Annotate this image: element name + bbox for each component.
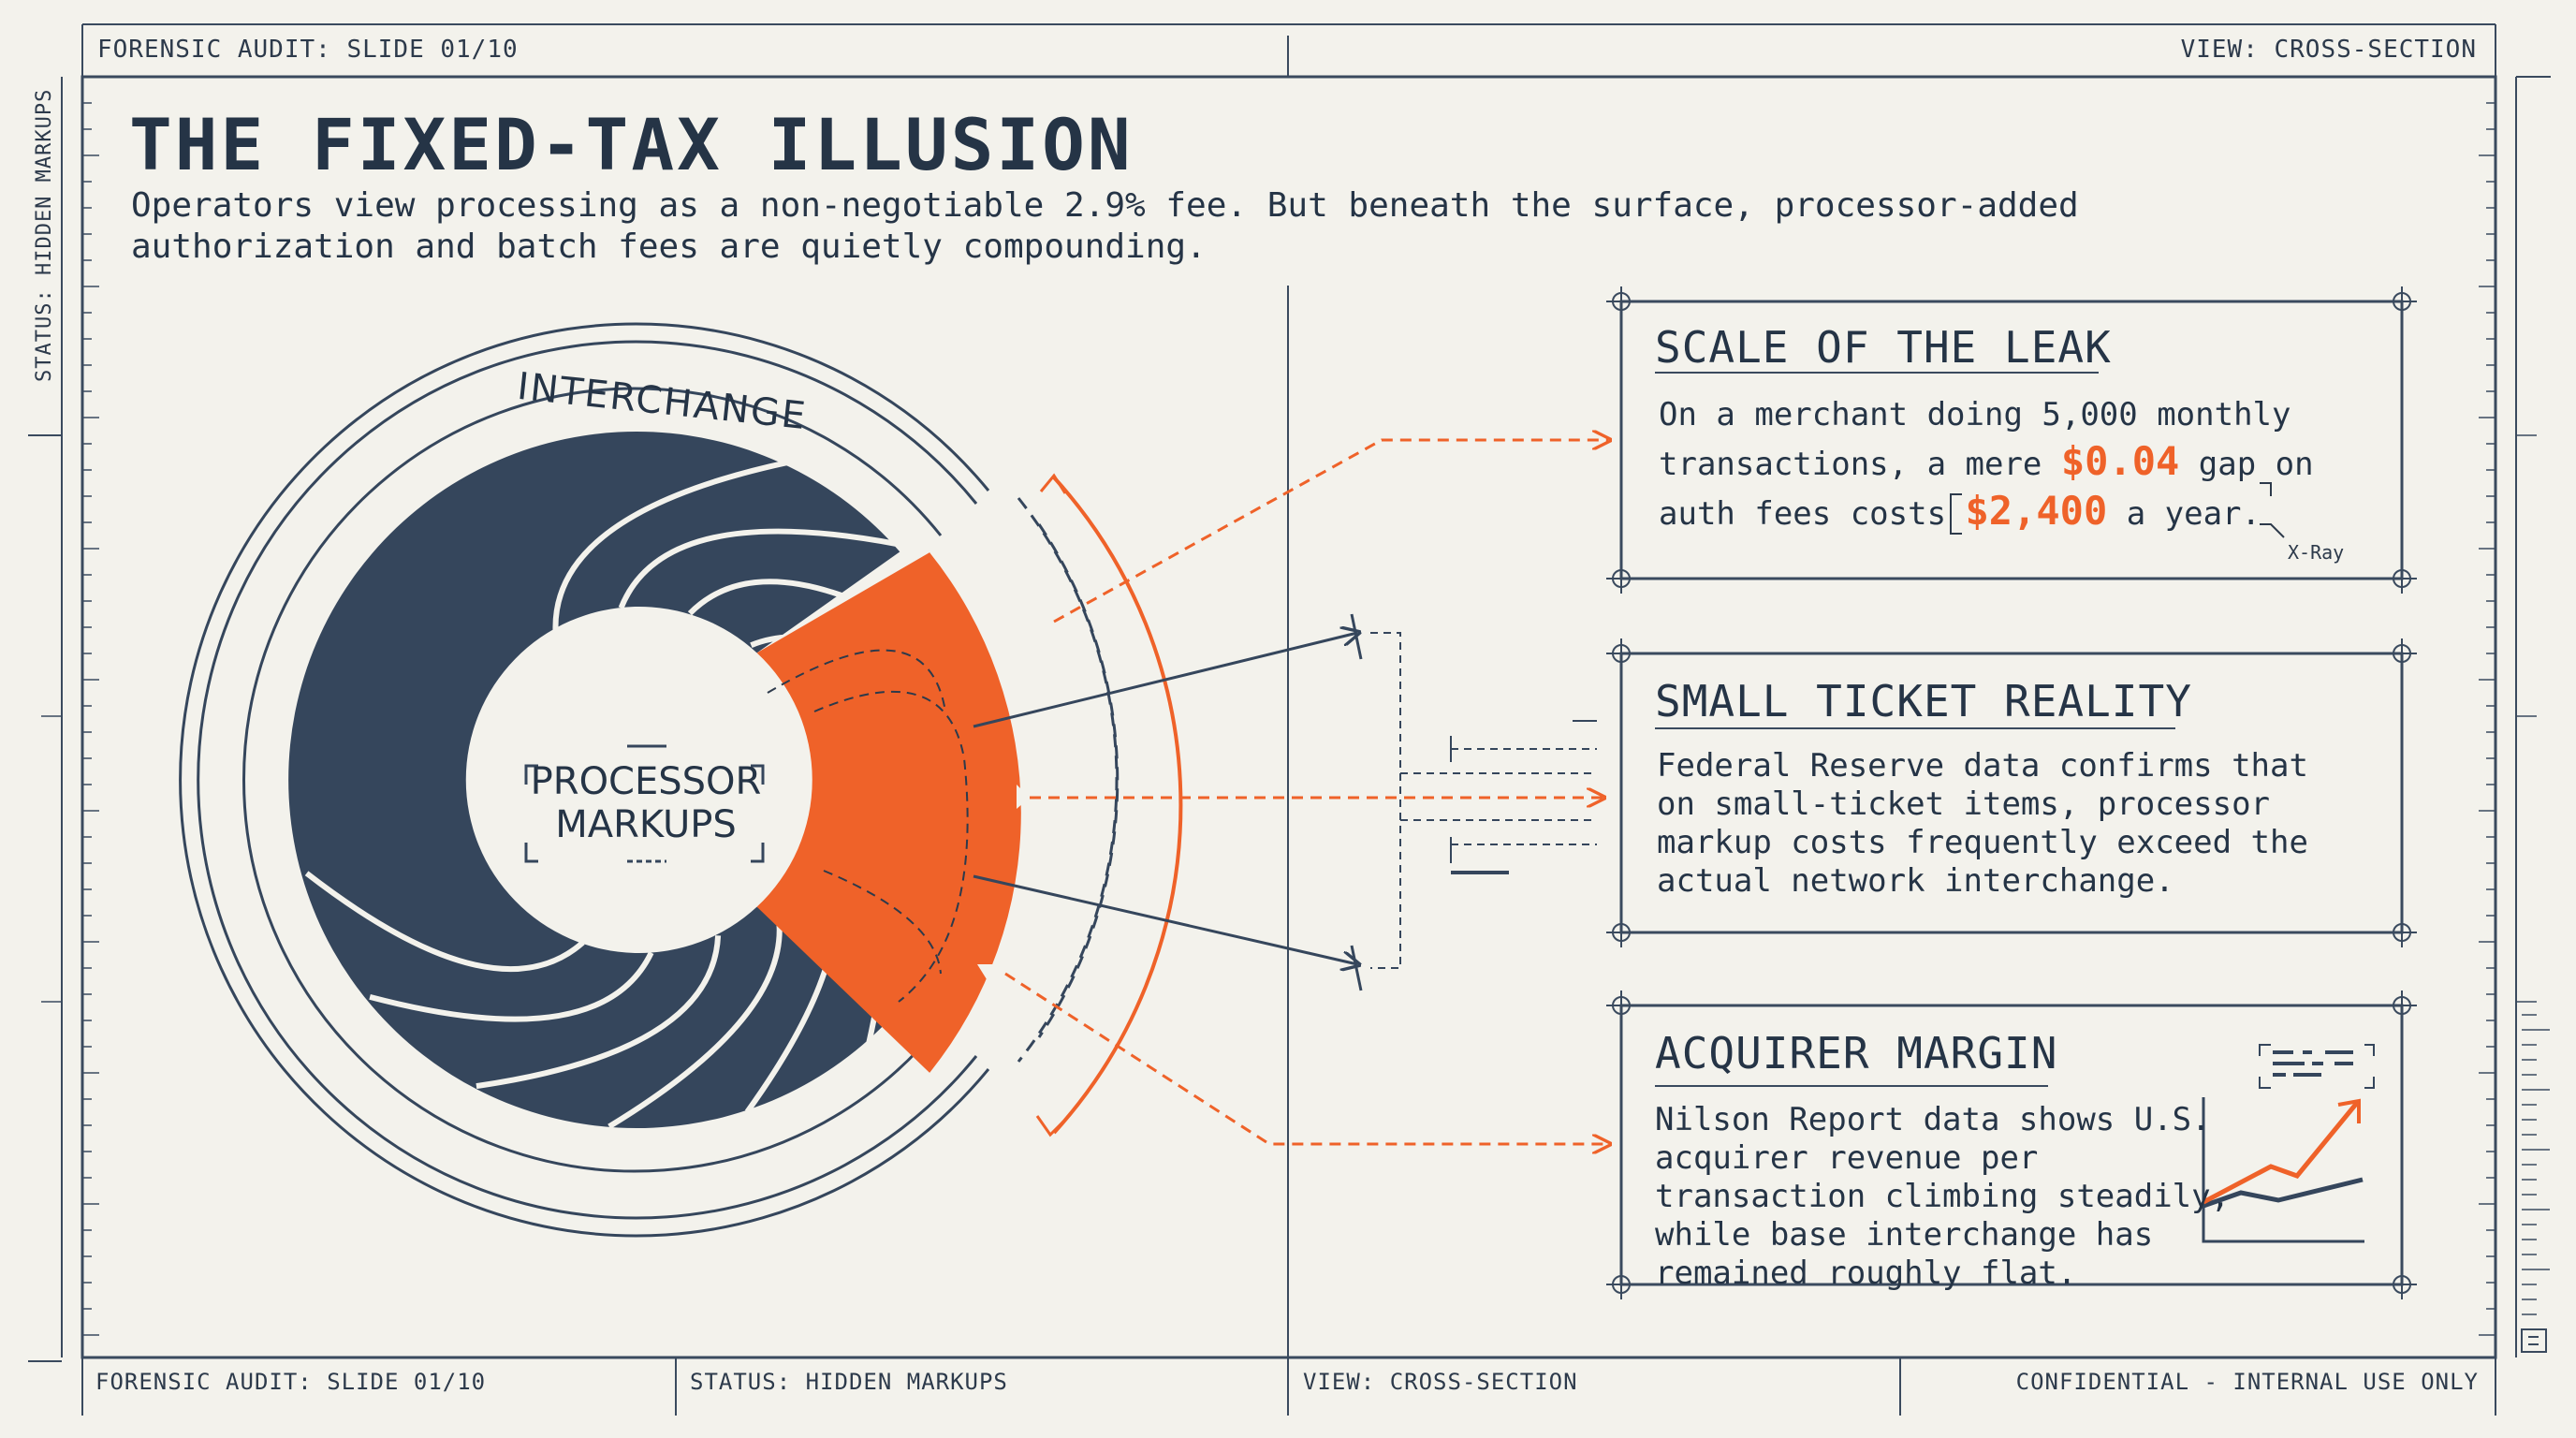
xray-annotation: X-Ray xyxy=(2288,541,2345,564)
ruler-ticks xyxy=(41,102,2550,1336)
card-small-ticket-title: SMALL TICKET REALITY xyxy=(1655,676,2192,726)
center-bracket xyxy=(524,744,765,863)
highlight-value-gap: $0.04 xyxy=(2060,438,2180,484)
connector-arrows xyxy=(973,440,1608,1144)
info-cards xyxy=(1619,300,2404,1286)
card-scale-title: SCALE OF THE LEAK xyxy=(1655,322,2112,373)
card-small-ticket-body: Federal Reserve data confirms that on sm… xyxy=(1657,747,2308,900)
blade-gap xyxy=(618,528,900,609)
expand-icon xyxy=(2521,1328,2547,1353)
processor-markups-label: PROCESSOR MARKUPS xyxy=(530,760,762,846)
blade-gap xyxy=(476,935,722,1090)
card-acquirer-title: ACQUIRER MARGIN xyxy=(1655,1028,2058,1078)
outer-ring-2 xyxy=(197,340,978,1220)
blade-gap xyxy=(304,871,585,972)
outer-ring-1 xyxy=(179,322,990,1238)
outer-ring-3 xyxy=(242,387,943,1173)
footer-view-label: VIEW: CROSS-SECTION xyxy=(1303,1369,1578,1395)
highlight-value-cost: $2,400 xyxy=(1965,488,2108,534)
wedge-inner-lines xyxy=(767,649,969,1003)
side-status-label: STATUS: HIDDEN MARKUPS xyxy=(33,88,56,382)
crosshair-corner-icons xyxy=(1606,286,2417,1299)
header-right-label: VIEW: CROSS-SECTION xyxy=(2180,36,2477,64)
blade-gap xyxy=(369,951,654,1022)
card-scale-body: On a merchant doing 5,000 monthly transa… xyxy=(1659,396,2314,534)
processor-markup-wedge xyxy=(756,552,1021,1073)
card-acquirer-body: Nilson Report data shows U.S. acquirer r… xyxy=(1655,1101,2231,1292)
slide-frame xyxy=(28,23,2551,1416)
page-subtitle: Operators view processing as a non-negot… xyxy=(131,186,2079,266)
highlight-brackets xyxy=(1950,482,2285,538)
footer-slide-label: FORENSIC AUDIT: SLIDE 01/10 xyxy=(95,1369,487,1395)
footer-confidential-label: CONFIDENTIAL - INTERNAL USE ONLY xyxy=(2015,1369,2479,1395)
header-left-label: FORENSIC AUDIT: SLIDE 01/10 xyxy=(97,36,519,64)
page-title: THE FIXED-TAX ILLUSION xyxy=(129,103,1134,186)
aperture-diagram xyxy=(179,322,1183,1238)
trend-chart-icon xyxy=(2202,1044,2375,1243)
footer-status-label: STATUS: HIDDEN MARKUPS xyxy=(690,1369,1008,1395)
blade-gap xyxy=(552,460,787,630)
